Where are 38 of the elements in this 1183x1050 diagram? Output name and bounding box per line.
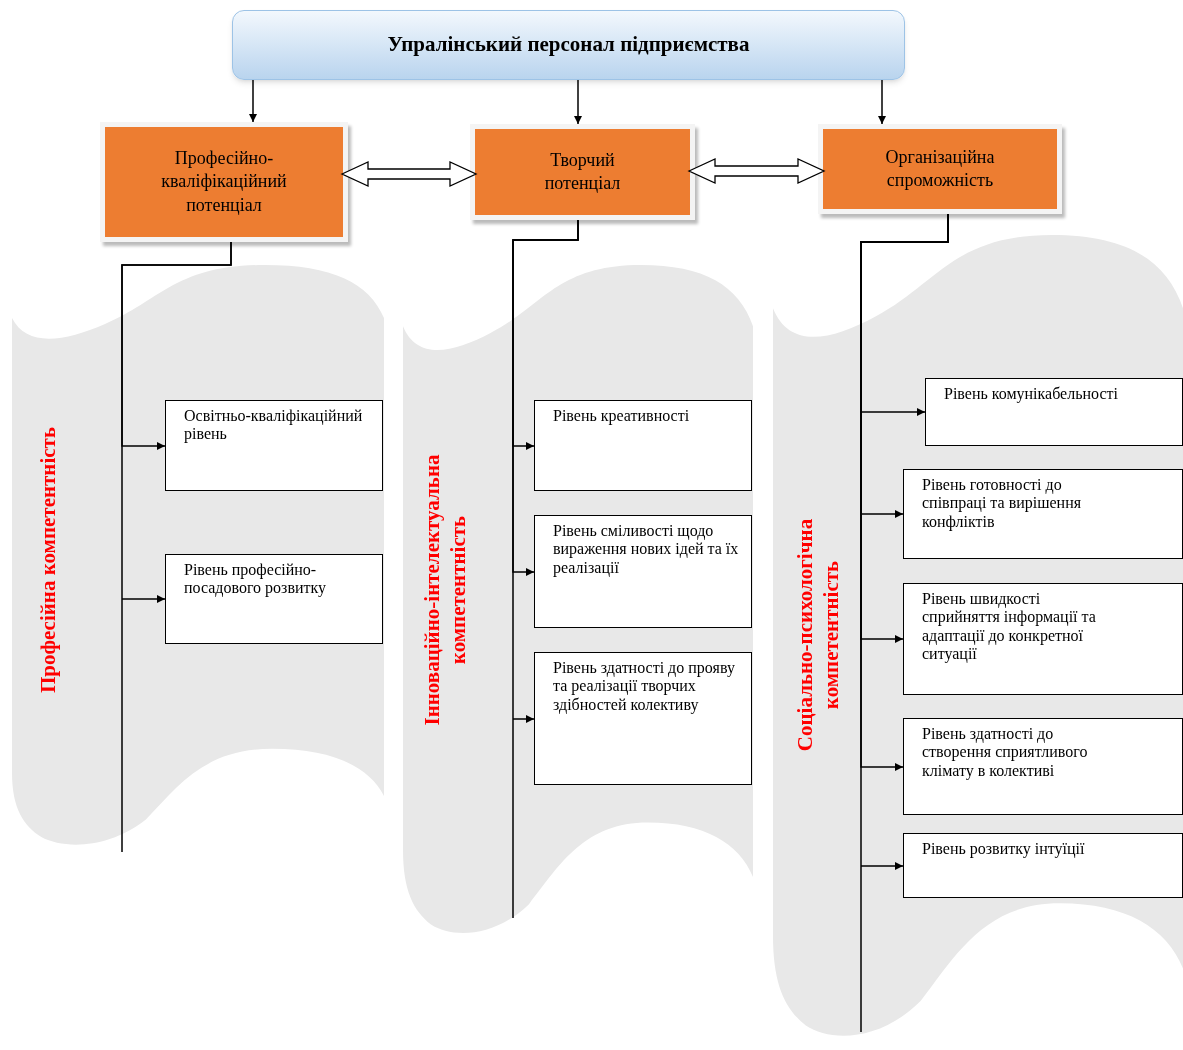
level-text: Рівень професійно-посадового розвитку: [184, 561, 328, 598]
potential-box: [470, 124, 695, 220]
level-box: [534, 652, 752, 785]
level-text: Рівень розвитку інтуїції: [922, 840, 1086, 859]
arrow: [249, 79, 257, 123]
box-label: Творчий потенціал: [543, 148, 622, 195]
level-box: [534, 400, 752, 491]
level-box: [903, 833, 1183, 898]
potential-box: [100, 122, 348, 242]
vertical-label: Професійна компетентність: [34, 425, 61, 696]
arrow: [121, 241, 232, 853]
box-label: Організаційна спроможність: [884, 145, 996, 192]
vertical-label: Соціально-психологічна компетентність: [791, 517, 844, 754]
arrow: [878, 79, 886, 125]
title-box: [232, 10, 905, 80]
double-arrow: [340, 161, 478, 187]
level-text: Рівень комунікабельності: [944, 385, 1119, 404]
level-text: Рівень готовності до співпраці та вирішення конфліктів: [922, 476, 1083, 532]
level-text: Рівень сміливості щодо вираження нових ідей та їх реалізації: [553, 522, 740, 578]
level-text: Рівень здатності до створення сприятливого клімату в колективі: [922, 725, 1089, 781]
level-box: [534, 515, 752, 628]
box-label: Професійно-кваліфікаційний потенціал: [160, 146, 288, 217]
level-box: [903, 583, 1183, 695]
arrow: [512, 219, 579, 919]
level-box: [925, 378, 1183, 446]
level-box: [165, 400, 383, 491]
level-text: Рівень здатності до прояву та реалізації творчих здібностей колективу: [553, 659, 736, 715]
level-box: [903, 469, 1183, 559]
potential-box: [818, 124, 1062, 214]
level-text: Рівень швидкості сприйняття інформації та адаптації до конкретної ситуації: [922, 590, 1097, 664]
level-box: [165, 554, 383, 644]
arrow: [574, 79, 582, 125]
level-text: Рівень креативності: [553, 407, 691, 426]
level-box: [903, 718, 1183, 815]
vertical-label: Інноваційно-інтелектуальна компетентність: [418, 453, 471, 728]
double-arrow: [687, 158, 826, 184]
level-text: Освітньо-кваліфікаційний рівень: [184, 407, 364, 444]
title-text: Упралінський персонал підприємства: [387, 31, 750, 59]
